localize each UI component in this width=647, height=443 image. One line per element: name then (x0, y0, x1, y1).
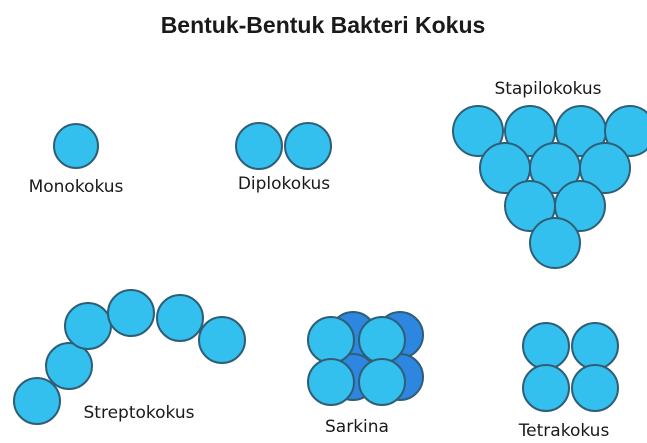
sarkina-cell (358, 358, 406, 406)
stapilokokus-label: Stapilokokus (494, 79, 601, 99)
sarkina-cells (307, 311, 424, 406)
monokokus-cell (53, 123, 99, 169)
stapilokokus-group: Stapilokokus (452, 79, 647, 269)
diplokokus-cells (235, 122, 332, 170)
streptokokus-cell (156, 294, 204, 342)
stapilokokus-cell (452, 105, 504, 157)
tetrakokus-cell (522, 322, 570, 370)
diplokokus-cell (235, 122, 283, 170)
streptokokus-cells (13, 289, 246, 425)
streptokokus-group: Streptokokus (13, 289, 246, 425)
stapilokokus-cell (579, 142, 631, 194)
stapilokokus-cell (604, 105, 647, 157)
sarkina-label: Sarkina (325, 417, 389, 437)
diplokokus-cell (284, 122, 332, 170)
sarkina-group: Sarkina (307, 311, 424, 437)
stapilokokus-cells (452, 105, 647, 269)
diplokokus-group: Diplokokus (235, 122, 332, 194)
monokokus-label: Monokokus (29, 177, 124, 197)
streptokokus-cell (13, 377, 61, 425)
monokokus-group: Monokokus (29, 123, 124, 197)
sarkina-cell (307, 358, 355, 406)
monokokus-cells (53, 123, 99, 169)
streptokokus-cell (198, 316, 246, 364)
streptokokus-cell (64, 302, 112, 350)
tetrakokus-label: Tetrakokus (518, 421, 610, 441)
sarkina-cell (358, 316, 406, 364)
tetrakokus-cell (522, 364, 570, 412)
streptokokus-cell (45, 342, 93, 390)
tetrakokus-cell (571, 322, 619, 370)
sarkina-cell (307, 316, 355, 364)
diplokokus-label: Diplokokus (238, 174, 330, 194)
diagram-title: Bentuk-Bentuk Bakteri Kokus (161, 12, 486, 38)
stapilokokus-cell (529, 217, 581, 269)
streptokokus-label: Streptokokus (84, 403, 195, 423)
tetrakokus-cell (571, 364, 619, 412)
tetrakokus-cells (522, 322, 619, 412)
stapilokokus-cell (554, 180, 606, 232)
tetrakokus-group: Tetrakokus (518, 322, 619, 441)
streptokokus-cell (107, 289, 155, 337)
